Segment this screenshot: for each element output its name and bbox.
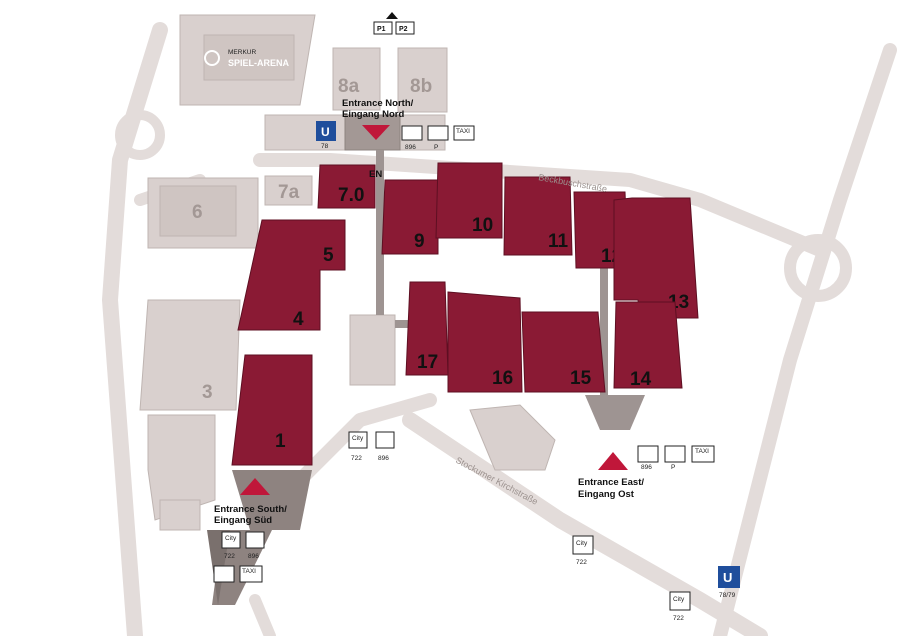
- hall-4-label: 4: [293, 309, 304, 330]
- hall-8a[interactable]: 8a: [332, 47, 381, 111]
- hall-1[interactable]: 1: [231, 354, 313, 466]
- hall-5-label: 5: [323, 245, 334, 266]
- hex-pavilions: [147, 414, 216, 531]
- arena-logo-icon: [204, 50, 220, 66]
- south-city-sign[interactable]: City 722: [221, 531, 241, 560]
- north-parking-sign[interactable]: P: [427, 125, 449, 151]
- hall-16-label: 16: [492, 368, 513, 389]
- hall-8a-label: 8a: [338, 76, 360, 97]
- hall-13[interactable]: 13: [613, 197, 699, 319]
- entrance-south-marker-icon: [240, 478, 270, 495]
- u-bahn-station-sign[interactable]: U 78/79: [718, 566, 740, 599]
- entrance-north-line1: Entrance North/: [342, 98, 414, 109]
- entrance-south-line2: Eingang Süd: [214, 515, 272, 526]
- hall-17[interactable]: 17: [405, 281, 449, 376]
- hall-5[interactable]: 5: [323, 245, 334, 266]
- hall-9[interactable]: 9: [381, 179, 439, 255]
- parking-p2[interactable]: P2: [395, 21, 415, 35]
- hall-14[interactable]: 14: [613, 301, 683, 390]
- hall-10[interactable]: 10: [435, 162, 503, 239]
- hall-8b[interactable]: 8b: [397, 47, 448, 113]
- hall-10-label: 10: [472, 215, 493, 236]
- east-bus-sign[interactable]: 896: [637, 445, 659, 471]
- south-bus-sign[interactable]: 896: [245, 531, 265, 560]
- entrance-east-line1: Entrance East/: [578, 477, 644, 488]
- north-entrance-building: [264, 114, 446, 151]
- east-parking-label: P: [671, 464, 675, 471]
- north-u-number: 78: [321, 143, 329, 150]
- hall-8b-label: 8b: [410, 76, 432, 97]
- south-bus-number: 896: [248, 553, 259, 560]
- entrance-north-marker-icon: [362, 125, 390, 140]
- entrance-east-line2: Eingang Ost: [578, 489, 635, 500]
- east-bus-number: 896: [641, 464, 652, 471]
- entrance-north-line2: Eingang Nord: [342, 109, 404, 120]
- north-bus-number: 896: [405, 144, 416, 151]
- north-taxi-label: TAXI: [456, 128, 470, 135]
- center-city-number: 722: [351, 455, 362, 462]
- center-bus-sign[interactable]: 896: [375, 431, 395, 462]
- east-taxi-label: TAXI: [695, 448, 709, 455]
- hall-6-label: 6: [192, 202, 203, 223]
- connector-label: EN: [369, 169, 382, 180]
- north-bus-sign[interactable]: 896: [401, 125, 423, 151]
- bottom-city-label: City: [673, 596, 685, 603]
- entrance-east-marker-icon: [598, 452, 628, 470]
- south-city-label: City: [225, 535, 237, 542]
- hall-7a[interactable]: 7a: [264, 175, 313, 206]
- north-parking-label: P: [434, 144, 438, 151]
- center-city-sign[interactable]: City 722: [348, 431, 368, 462]
- hall-4[interactable]: 4: [237, 219, 346, 331]
- parking-p1[interactable]: P1: [373, 21, 393, 35]
- hall-9-label: 9: [414, 231, 425, 252]
- hall-6[interactable]: 6: [147, 177, 259, 249]
- hall-15-label: 15: [570, 368, 592, 389]
- south-taxi-sign[interactable]: TAXI: [239, 565, 263, 583]
- east-parking-sign[interactable]: P: [664, 445, 686, 471]
- parking-p2-label: P2: [399, 26, 408, 33]
- hall-7-0-label: 7.0: [338, 185, 364, 206]
- hall-3-label: 3: [202, 382, 213, 403]
- hall-7-0[interactable]: 7.0: [317, 164, 376, 209]
- north-taxi-sign[interactable]: TAXI: [453, 125, 475, 141]
- u-station-number: 78/79: [719, 592, 736, 599]
- north-arrow-icon: [386, 12, 398, 19]
- south-city-number: 722: [224, 553, 235, 560]
- walkways: [376, 150, 645, 430]
- hall-14-label: 14: [630, 369, 652, 390]
- arena-name-line2: SPIEL-ARENA: [228, 58, 290, 68]
- east-taxi-sign[interactable]: TAXI: [691, 445, 715, 463]
- south-taxi-label: TAXI: [242, 568, 256, 575]
- road-city-label: City: [576, 540, 588, 547]
- hall-7a-label: 7a: [278, 182, 300, 203]
- south-car-sign[interactable]: [213, 565, 235, 583]
- u-bahn-icon: U: [321, 125, 330, 139]
- parking-p1-label: P1: [377, 26, 386, 33]
- hall-1-label: 1: [275, 431, 286, 452]
- road-city-sign[interactable]: City 722: [572, 535, 594, 566]
- center-city-label: City: [352, 435, 364, 442]
- north-u-bahn-sign[interactable]: U 78: [316, 121, 336, 150]
- center-building: [349, 314, 396, 386]
- hall-17-label: 17: [417, 352, 438, 373]
- bottom-city-sign[interactable]: City 722: [669, 591, 691, 622]
- bottom-city-number: 722: [673, 615, 684, 622]
- merkur-spiel-arena[interactable]: MERKUR SPIEL-ARENA: [179, 14, 316, 106]
- arena-name-line1: MERKUR: [228, 49, 256, 56]
- hall-3[interactable]: 3: [139, 299, 241, 411]
- hall-15[interactable]: 15: [521, 311, 606, 393]
- center-bus-number: 896: [378, 455, 389, 462]
- hall-11-label: 11: [548, 231, 569, 252]
- entrance-south-line1: Entrance South/: [214, 504, 287, 515]
- hall-11[interactable]: 11: [503, 176, 573, 256]
- road-city-number: 722: [576, 559, 587, 566]
- hall-16[interactable]: 16: [447, 291, 523, 393]
- u-station-icon: U: [723, 570, 732, 585]
- east-entrance-building: [469, 404, 556, 471]
